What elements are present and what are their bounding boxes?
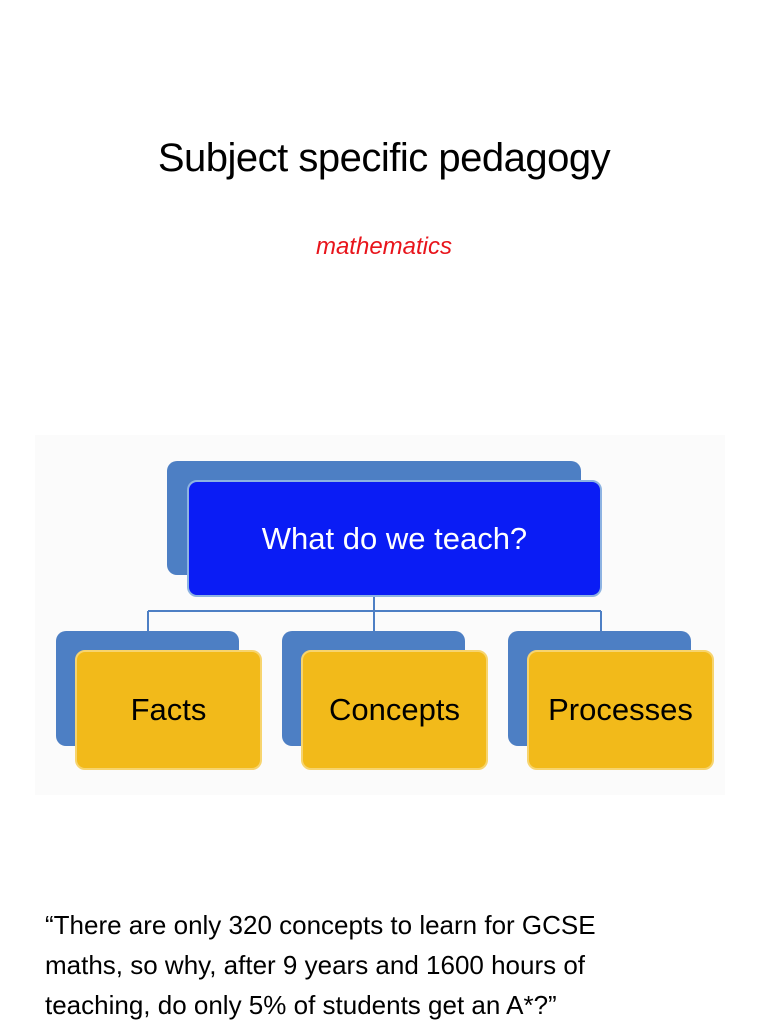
root-box: What do we teach?: [187, 480, 602, 597]
slide-title: Subject specific pedagogy: [157, 136, 611, 180]
root-box-label: What do we teach?: [261, 520, 528, 556]
processes-box: Processes: [527, 650, 714, 770]
processes-box-label: Processes: [548, 692, 693, 727]
concepts-box: Concepts: [301, 650, 488, 770]
slide-subtitle: mathematics: [315, 233, 453, 260]
hierarchy-diagram: What do we teach? Facts Concepts Process…: [35, 435, 725, 795]
facts-box: Facts: [75, 650, 262, 770]
facts-box-label: Facts: [130, 692, 207, 727]
quote-line: maths, so why, after 9 years and 1600 ho…: [45, 950, 586, 980]
quote-text: “There are only 320 concepts to learn fo…: [45, 905, 745, 1025]
diagram-connectors: [147, 580, 602, 635]
concepts-box-label: Concepts: [329, 692, 460, 727]
quote-line: teaching, do only 5% of students get an …: [45, 990, 557, 1020]
quote-line: “There are only 320 concepts to learn fo…: [45, 910, 596, 940]
